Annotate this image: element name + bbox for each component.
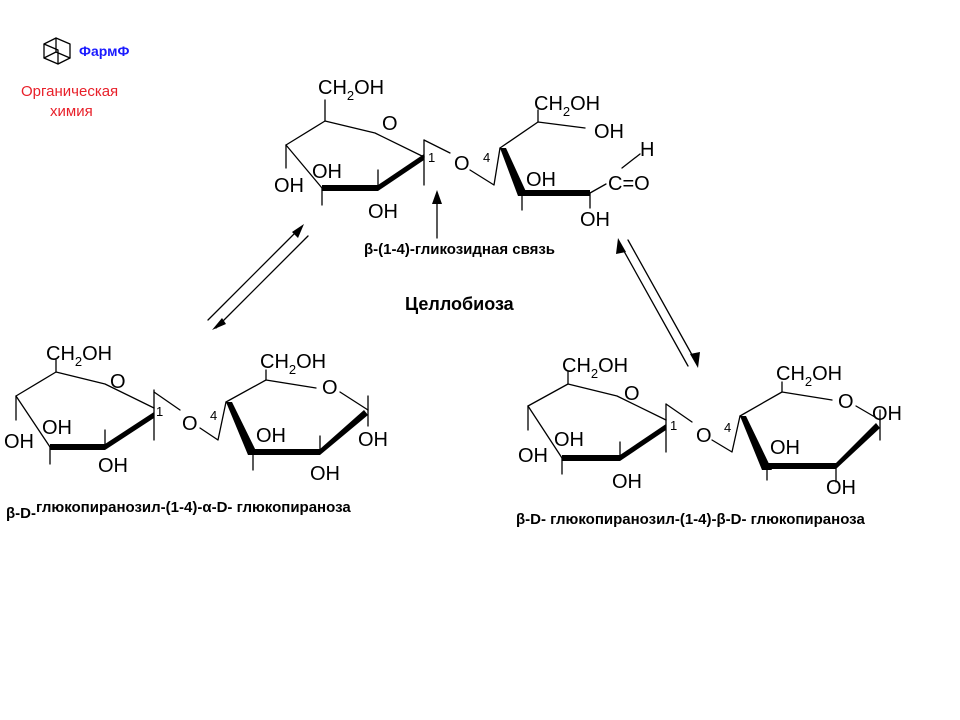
top-chain-aldehyde-h: H <box>640 139 654 161</box>
beta-ring2-oh-c1: OH <box>872 403 902 425</box>
beta-ring1-ch2oh: CH2OH <box>562 355 628 381</box>
equilibrium-arrows-left <box>207 224 309 330</box>
top-ring1-oh-c3: OH <box>312 161 342 183</box>
alpha-glycosidic-oxygen: O <box>182 413 198 435</box>
beta-ring2-oh-c2: OH <box>826 477 856 499</box>
beta-c1-number: 1 <box>670 418 677 433</box>
cellobiose-title: Целлобиоза <box>405 294 515 314</box>
beta-ring1-oh-c2: OH <box>612 471 642 493</box>
alpha-ring2-ch2oh: CH2OH <box>260 351 326 377</box>
alpha-ring1-ch2oh: CH2OH <box>46 343 112 369</box>
alpha-c4-number: 4 <box>210 408 217 423</box>
equilibrium-arrows-right <box>616 238 700 368</box>
alpha-ring2-oxygen: O <box>322 377 338 399</box>
top-ring1-oh-c2: OH <box>368 201 398 223</box>
beta-ring2-oh-c3: OH <box>770 437 800 459</box>
cellobiose-top-structure: CH2OH O OH OH OH 1 O 4 CH2OH OH OH H C=O… <box>274 77 654 231</box>
alpha-ring2-oh-c2: OH <box>310 463 340 485</box>
top-c4-number: 4 <box>483 150 490 165</box>
alpha-ring1-oh-c2: OH <box>98 455 128 477</box>
alpha-ring2-oh-c3: OH <box>256 425 286 447</box>
logo: ФармФ Органическая химия <box>21 37 129 120</box>
top-ring1-oxygen: O <box>382 113 398 135</box>
beta-anomer-structure: CH2OH O OH OH OH 1 O 4 CH2OH O OH OH OH <box>518 355 902 499</box>
glycosidic-bond-caption: β-(1-4)-гликозидная связь <box>364 241 555 258</box>
logo-subtitle-line2: химия <box>50 103 93 120</box>
beta-ring2-oxygen: O <box>838 391 854 413</box>
logo-subtitle-line1: Органическая <box>21 83 118 100</box>
top-ring1-oh-c4: OH <box>274 175 304 197</box>
alpha-anomer-structure: CH2OH O OH OH OH 1 O 4 CH2OH O OH OH OH <box>4 343 388 485</box>
top-ring1-ch2oh: CH2OH <box>318 77 384 103</box>
beta-ring2-ch2oh: CH2OH <box>776 363 842 389</box>
alpha-c1-number: 1 <box>156 404 163 419</box>
beta-ring1-oxygen: O <box>624 383 640 405</box>
top-chain-ch2oh: CH2OH <box>534 93 600 119</box>
alpha-anomer-name: β-D-глюкопиранозил-(1-4)-α-D- глюкопиран… <box>6 499 351 522</box>
alpha-ring1-oh-c4: OH <box>4 431 34 453</box>
alpha-ring1-oh-c3: OH <box>42 417 72 439</box>
alpha-ring2-oh-c1: OH <box>358 429 388 451</box>
adamantane-icon <box>43 37 71 65</box>
beta-ring1-oh-c4: OH <box>518 445 548 467</box>
logo-brand: ФармФ <box>79 43 129 59</box>
beta-ring1-oh-c3: OH <box>554 429 584 451</box>
alpha-ring1-oxygen: O <box>110 371 126 393</box>
top-glycosidic-oxygen: O <box>454 153 470 175</box>
top-c1-number: 1 <box>428 150 435 165</box>
top-chain-oh-c2: OH <box>580 209 610 231</box>
top-chain-carbonyl: C=O <box>608 173 650 195</box>
top-chain-oh-c5: OH <box>594 121 624 143</box>
top-chain-oh-c3: OH <box>526 169 556 191</box>
glycosidic-bond-pointer <box>432 190 442 239</box>
beta-c4-number: 4 <box>724 420 731 435</box>
beta-anomer-name: β-D- глюкопиранозил-(1-4)-β-D- глюкопира… <box>516 511 865 528</box>
beta-glycosidic-oxygen: O <box>696 425 712 447</box>
